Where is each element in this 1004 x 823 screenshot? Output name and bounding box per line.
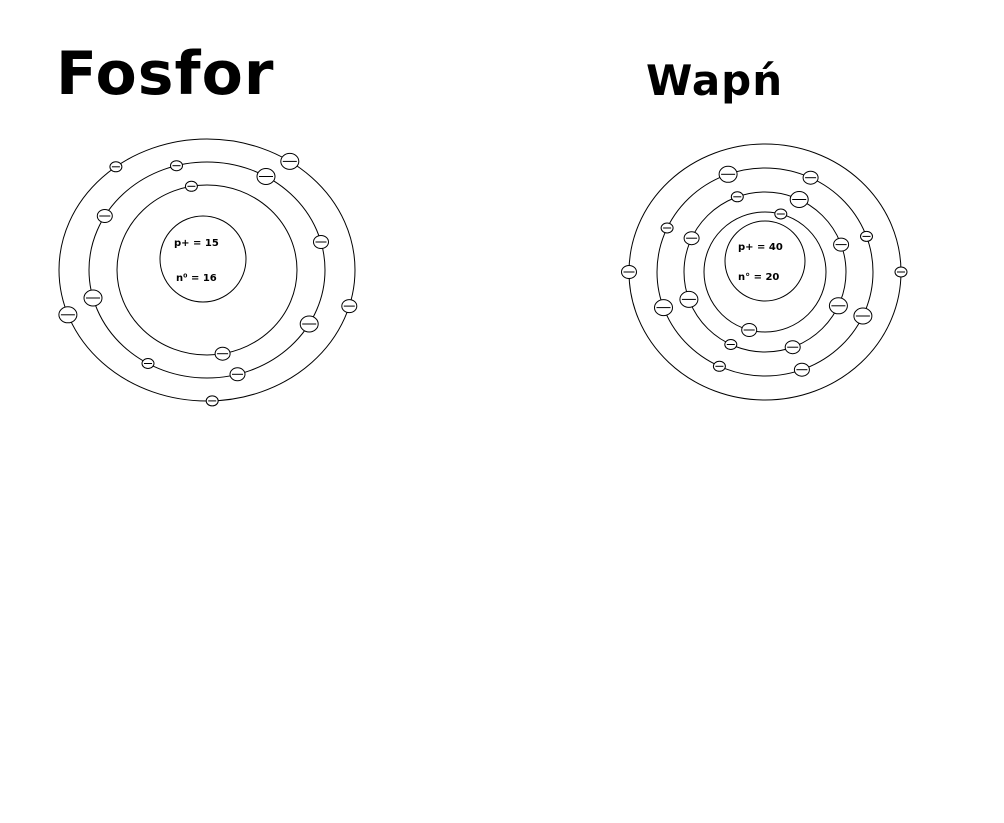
nucleus-fosfor: [159, 215, 247, 303]
electron-shell-1-fosfor: [116, 184, 298, 356]
electron-shell-2-wapn: [683, 191, 847, 353]
electron-fosfor-shell1-1: [184, 180, 198, 192]
atom-model-fosfor: p+ = 15 n⁰ = 16: [58, 138, 358, 407]
electron-wapn-shell3-2: [712, 360, 726, 372]
electron-fosfor-shell3-5: [109, 161, 123, 173]
electron-fosfor-shell3-2: [205, 395, 219, 407]
electron-wapn-shell2-6: [724, 339, 738, 350]
electron-wapn-shell3-3: [793, 362, 810, 377]
electron-fosfor-shell2-7: [229, 367, 246, 382]
neutron-count-wapn: n° = 20: [738, 272, 779, 283]
atom-title-wapn: Wapń: [646, 56, 784, 105]
electron-wapn-shell3-4: [853, 307, 873, 325]
proton-count-wapn: p+ = 40: [738, 242, 783, 253]
neutron-count-fosfor: n⁰ = 16: [176, 273, 217, 284]
electron-fosfor-shell2-6: [141, 358, 155, 369]
electron-wapn-shell2-4: [683, 231, 700, 246]
electron-fosfor-shell3-4: [280, 152, 300, 170]
electron-fosfor-shell2-3: [170, 160, 183, 172]
electron-wapn-shell2-3: [730, 191, 744, 203]
electron-wapn-shell1-1: [774, 208, 788, 220]
electron-shell-3-fosfor: [58, 138, 356, 402]
electron-fosfor-shell2-1: [313, 235, 329, 249]
electron-wapn-shell4-2: [621, 265, 637, 279]
electron-wapn-shell1-2: [741, 323, 758, 337]
electron-shell-1-wapn: [703, 211, 827, 333]
electron-shell-3-wapn: [656, 167, 874, 377]
electron-fosfor-shell1-2: [214, 346, 231, 361]
electron-fosfor-shell2-8: [299, 315, 319, 333]
electron-wapn-shell3-5: [860, 230, 873, 242]
electron-fosfor-shell2-5: [83, 289, 103, 307]
electron-wapn-shell2-1: [833, 237, 850, 252]
electron-wapn-shell3-1: [654, 299, 673, 317]
electron-fosfor-shell3-3: [341, 299, 358, 314]
electron-wapn-shell2-8: [828, 297, 848, 315]
electron-wapn-shell2-7: [784, 340, 801, 355]
electron-wapn-shell3-7: [718, 165, 738, 183]
electron-fosfor-shell3-1: [58, 306, 78, 324]
atom-model-wapn: p+ = 40 n° = 20: [621, 143, 908, 401]
electron-wapn-shell2-2: [789, 191, 809, 208]
electron-wapn-shell3-8: [660, 222, 674, 234]
electron-wapn-shell3-6: [802, 170, 819, 185]
atom-title-fosfor: Fosfor: [56, 39, 275, 109]
electron-wapn-shell2-5: [679, 290, 699, 308]
proton-count-fosfor: p+ = 15: [174, 238, 219, 249]
electron-shell-2-fosfor: [88, 161, 326, 379]
electron-fosfor-shell2-2: [256, 168, 276, 185]
nucleus-wapn: [724, 220, 806, 302]
electron-fosfor-shell2-4: [96, 209, 113, 223]
electron-wapn-shell4-1: [894, 266, 908, 278]
